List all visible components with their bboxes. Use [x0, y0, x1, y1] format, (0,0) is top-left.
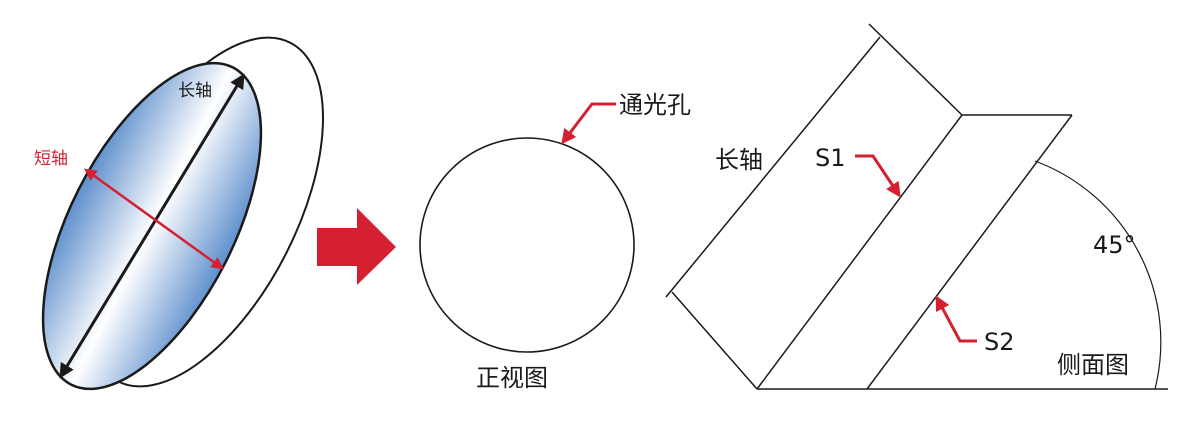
side-long-axis-label: 长轴 [715, 146, 763, 174]
s2-surface [866, 114, 1073, 390]
front-view-label: 正视图 [476, 364, 548, 392]
angle-label: 45° [1093, 231, 1136, 259]
aperture-label: 通光孔 [619, 91, 691, 119]
s1-label: S1 [815, 144, 846, 172]
angle-arc [1034, 160, 1162, 390]
mirror-top-edge [868, 23, 963, 116]
aperture-circle [419, 137, 635, 353]
mirror-outer-edge [665, 36, 881, 298]
s2-pointer [935, 295, 977, 343]
mirror-bottom-edge [671, 291, 758, 390]
side-view-label: 侧面图 [1057, 351, 1129, 379]
transition-arrow [317, 208, 396, 285]
long-axis-label: 长轴 [178, 81, 212, 101]
side-view: 长轴 S1 S2 45° 侧面图 [665, 23, 1168, 390]
s1-pointer [855, 154, 901, 198]
short-axis-arrow [83, 168, 225, 270]
elliptical-mirror: 长轴 短轴 [34, 36, 324, 391]
front-view: 通光孔 正视图 [419, 91, 691, 392]
s1-surface [756, 114, 963, 390]
aperture-pointer [561, 102, 616, 145]
s2-label: S2 [984, 328, 1015, 356]
short-axis-label: 短轴 [34, 149, 68, 169]
